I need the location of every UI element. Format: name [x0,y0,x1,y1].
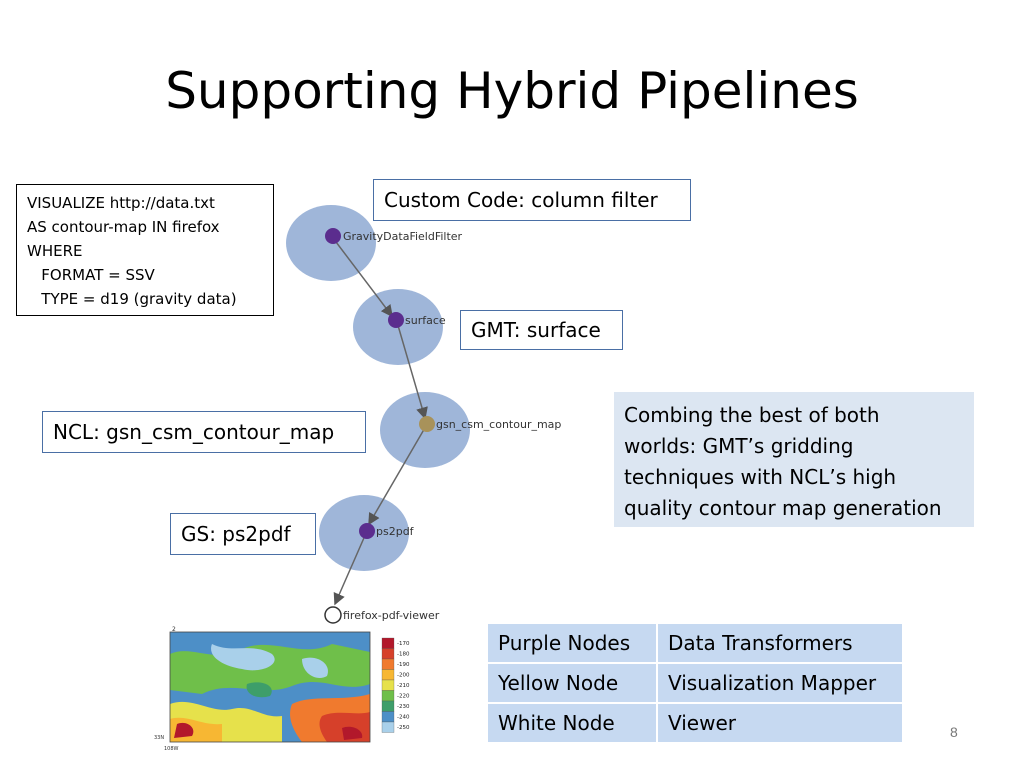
legend-key: White Node [488,704,656,742]
pipeline-edge [332,237,393,318]
page-number: 8 [950,724,958,740]
scale-label: -220 [397,694,410,700]
scale-label: -240 [397,715,410,721]
node-label: gsn_csm_contour_map [436,418,561,431]
scale-swatch [381,690,395,702]
callout-line: worlds: GMT’s gridding [624,434,854,458]
purple-node [388,312,404,328]
scale-label: -190 [397,662,410,668]
scale-label: -210 [397,683,410,689]
custom-code-label: Custom Code: column filter [373,179,691,221]
pipeline-edge [333,530,368,606]
gmt-label: GMT: surface [460,310,623,350]
legend-key: Purple Nodes [488,624,656,662]
scale-swatch [381,711,395,723]
callout-line: techniques with NCL’s high [624,465,897,489]
callout-line: Combing the best of both [624,403,880,427]
legend-value: Data Transformers [658,624,902,662]
node-label: ps2pdf [376,525,415,538]
callout-line: quality contour map generation [624,496,942,520]
scale-swatch [381,721,395,733]
scale-swatch [381,658,395,670]
slide-title: Supporting Hybrid Pipelines [165,62,859,120]
callout-box: Combing the best of both worlds: GMT’s g… [614,392,974,527]
node-label: firefox-pdf-viewer [343,609,440,622]
map-axis-label: 108W [164,746,179,752]
query-line: WHERE [27,242,83,260]
contour-map-image: 2 33N 108W -170-180-190-200-210-220-230-… [154,626,410,752]
node-label: surface [405,314,446,327]
yellow-node [419,416,435,432]
map-axis-label: 2 [172,626,176,633]
pipeline-edge [368,425,427,526]
legend-value: Viewer [658,704,902,742]
scale-label: -200 [397,673,410,679]
white-node [324,606,342,624]
scale-swatch [381,700,395,712]
query-line: VISUALIZE http://data.txt [27,194,215,212]
purple-node [359,523,375,539]
legend-row: White Node Viewer [488,704,902,742]
scale-swatch [381,648,395,660]
map-axis-label: 33N [154,735,164,741]
ncl-label: NCL: gsn_csm_contour_map [42,411,366,453]
legend-value: Visualization Mapper [658,664,902,702]
scale-swatch [381,637,395,649]
scale-swatch [381,669,395,681]
legend-row: Yellow Node Visualization Mapper [488,664,902,702]
scale-label: -250 [397,725,410,731]
scale-swatch [381,679,395,691]
node-legend-table: Purple Nodes Data Transformers Yellow No… [486,622,904,744]
node-label: GravityDataFieldFilter [343,230,463,243]
scale-label: -180 [397,652,410,658]
query-line: AS contour-map IN firefox [27,218,220,236]
color-scale: -170 -180 -190 -200 -210 -220 -230 -240 -250 [381,637,410,733]
query-line: FORMAT = SSV [27,266,155,284]
scale-label: -230 [397,704,410,710]
legend-key: Yellow Node [488,664,656,702]
purple-node [325,228,341,244]
legend-row: Purple Nodes Data Transformers [488,624,902,662]
gs-label: GS: ps2pdf [170,513,316,555]
query-line: TYPE = d19 (gravity data) [27,290,237,308]
pipeline-edge [396,321,428,420]
scale-label: -170 [397,641,410,647]
query-box: VISUALIZE http://data.txt AS contour-map… [16,184,274,316]
